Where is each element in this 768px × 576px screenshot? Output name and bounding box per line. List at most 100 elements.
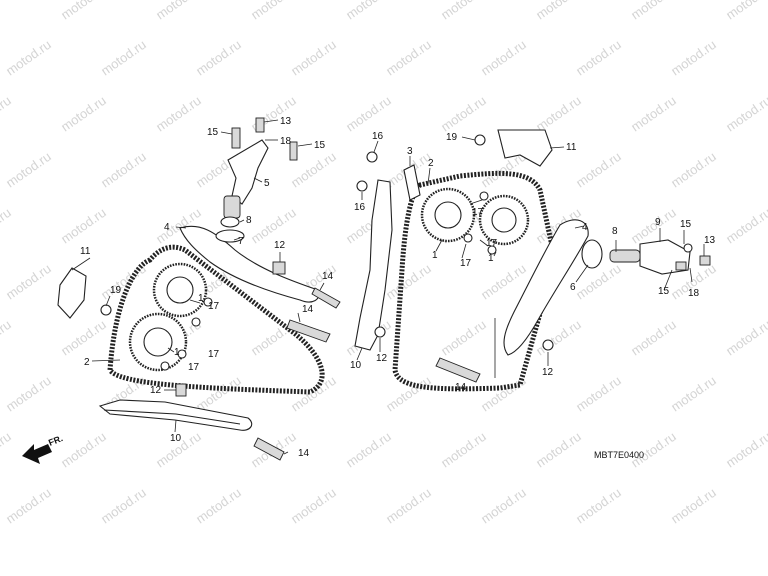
- callout-1: 1: [174, 347, 180, 358]
- watermark-text: motod.ru: [628, 317, 679, 359]
- watermark-text: motod.ru: [573, 261, 624, 303]
- watermark-text: motod.ru: [478, 485, 529, 527]
- watermark-text: motod.ru: [573, 37, 624, 79]
- chain-guide-lower-ridge: [103, 409, 241, 425]
- bolt-group-left: [100, 117, 341, 461]
- watermark-text: motod.ru: [668, 149, 719, 191]
- watermark-text: motod.ru: [533, 0, 584, 22]
- callout-14: 14: [298, 448, 310, 459]
- callout-5: 5: [264, 178, 270, 189]
- watermark-text: motod.ru: [153, 0, 204, 22]
- tensioner-arm-right: [503, 219, 589, 356]
- bolt-15: [675, 261, 687, 271]
- callout-14: 14: [455, 382, 467, 393]
- callout-4: 4: [164, 222, 170, 233]
- watermark-text: motod.ru: [58, 205, 109, 247]
- watermark-text: motod.ru: [98, 149, 149, 191]
- callout-6: 6: [570, 282, 576, 293]
- bolt-17: [463, 233, 473, 243]
- watermark-text: motod.ru: [3, 485, 54, 527]
- bolt-19: [474, 134, 486, 146]
- watermark-text: motod.ru: [668, 373, 719, 415]
- watermark-text: motod.ru: [438, 317, 489, 359]
- watermark-text: motod.ru: [668, 485, 719, 527]
- bolt-14: [253, 437, 285, 461]
- watermark-text: motod.ru: [723, 205, 768, 247]
- callout-15: 15: [314, 140, 326, 151]
- watermark-text: motod.ru: [533, 429, 584, 471]
- callout-17: 17: [460, 258, 472, 269]
- bolt-12: [175, 383, 187, 397]
- bolt-17: [203, 297, 213, 307]
- cam-chain-right: [392, 170, 558, 392]
- callout-14: 14: [302, 304, 314, 315]
- tensioner-lifter-left: [227, 139, 269, 205]
- watermark-text: motod.ru: [383, 373, 434, 415]
- callout-1: 1: [198, 293, 204, 304]
- sealing-washer-8: [220, 216, 240, 228]
- watermark-text: motod.ru: [723, 317, 768, 359]
- callout-17: 17: [486, 238, 498, 249]
- leader-lines: [71, 119, 705, 455]
- callout-14: 14: [322, 271, 334, 282]
- guide-pin-3: [403, 164, 421, 201]
- watermark-text: motod.ru: [0, 0, 14, 22]
- watermark-text: motod.ru: [723, 429, 768, 471]
- callout-7: 7: [238, 236, 244, 247]
- callout-16: 16: [372, 131, 384, 142]
- bolt-12: [542, 339, 554, 351]
- watermark-text: motod.ru: [193, 37, 244, 79]
- bolt-15: [289, 141, 298, 161]
- bolt-14: [311, 287, 341, 309]
- callout-12: 12: [274, 240, 286, 251]
- callout-12: 12: [150, 385, 162, 396]
- callout-10: 10: [170, 433, 182, 444]
- lifter-plunger: [223, 195, 241, 219]
- watermark-text: motod.ru: [383, 261, 434, 303]
- watermark-text: motod.ru: [668, 37, 719, 79]
- callout-17: 17: [208, 349, 220, 360]
- watermark-text: motod.ru: [573, 149, 624, 191]
- callout-3: 3: [407, 146, 413, 157]
- callout-19: 19: [110, 285, 122, 296]
- bolt-15: [231, 127, 241, 149]
- watermark-text: motod.ru: [343, 93, 394, 135]
- watermark-text: motod.ru: [723, 93, 768, 135]
- watermark-text: motod.ru: [343, 429, 394, 471]
- watermark-text: motod.ru: [343, 0, 394, 22]
- watermark-text: motod.ru: [193, 373, 244, 415]
- watermark-text: motod.ru: [0, 429, 14, 471]
- watermark-text: motod.ru: [3, 37, 54, 79]
- bolt-13: [699, 255, 711, 266]
- watermark-text: motod.ru: [478, 261, 529, 303]
- watermark-text: motod.ru: [3, 373, 54, 415]
- callout-9: 9: [655, 217, 661, 228]
- tensioner-arm-left: [179, 225, 320, 303]
- chain-guide-bracket-left: [57, 267, 87, 319]
- watermark-text: motod.ru: [573, 373, 624, 415]
- watermark-text: motod.ru: [723, 0, 768, 22]
- chain-guide-bracket-right: [497, 129, 553, 167]
- callout-11: 11: [566, 142, 577, 153]
- watermark-text: motod.ru: [98, 485, 149, 527]
- callout-18: 18: [280, 136, 292, 147]
- callout-16: 16: [354, 202, 366, 213]
- watermark-text: motod.ru: [573, 485, 624, 527]
- bolt-14: [286, 319, 331, 343]
- watermark-text: motod.ru: [3, 261, 54, 303]
- callout-12: 12: [542, 367, 554, 378]
- watermark-text: motod.ru: [628, 205, 679, 247]
- sprocket-hub: [143, 327, 173, 357]
- callout-17: 17: [208, 301, 220, 312]
- bolt-17: [487, 245, 497, 255]
- callout-2: 2: [428, 158, 434, 169]
- watermark-text: motod.ru: [0, 93, 14, 135]
- bolt-17: [479, 191, 489, 201]
- watermark-text: motod.ru: [58, 0, 109, 22]
- callout-10: 10: [350, 360, 362, 371]
- bolt-12: [272, 261, 286, 275]
- callout-15: 15: [207, 127, 219, 138]
- front-arrow-icon: [22, 444, 52, 464]
- callout-17: 17: [472, 207, 484, 218]
